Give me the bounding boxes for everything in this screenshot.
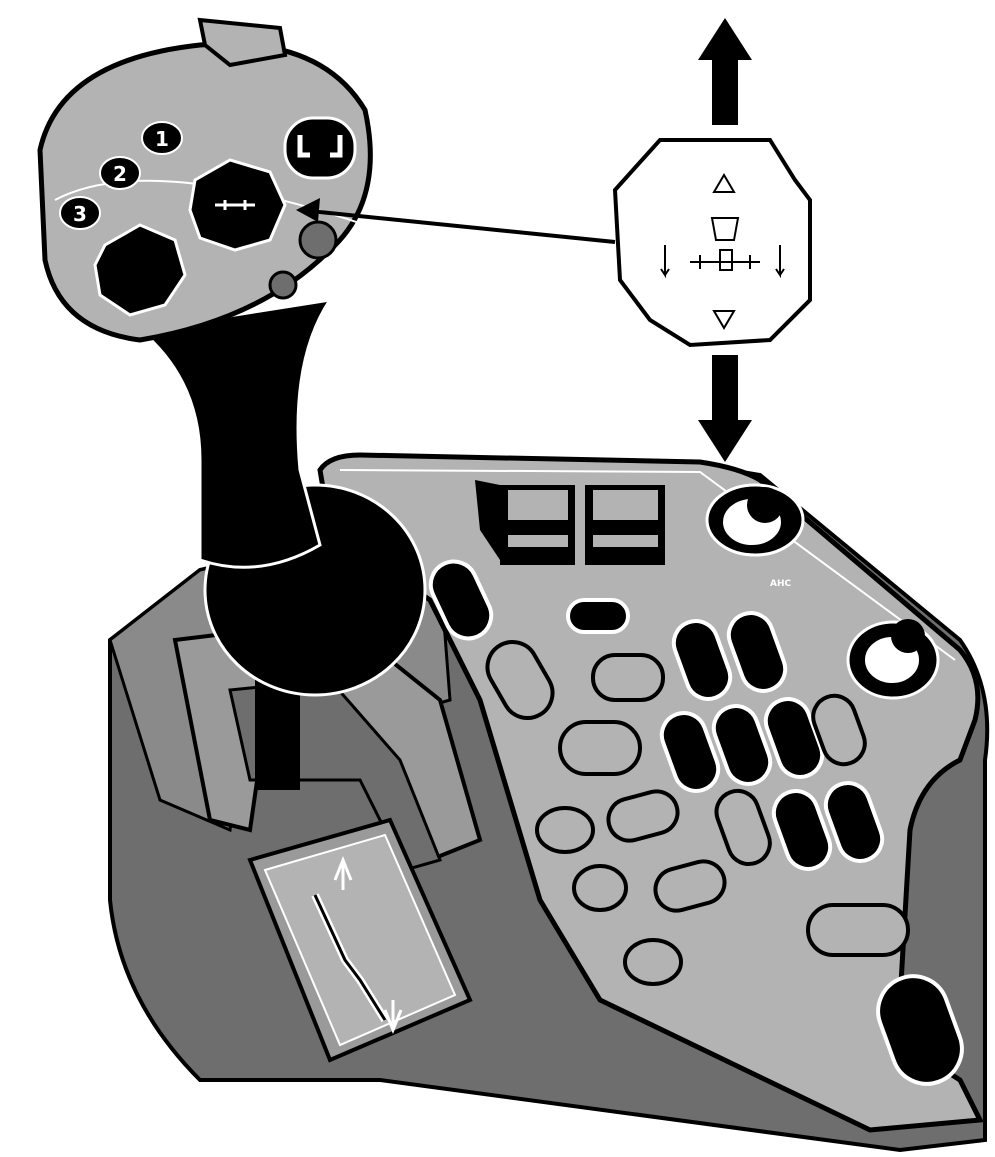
arrow-down-icon [383, 1000, 403, 1035]
button-volume[interactable] [423, 554, 498, 646]
blank-button-4[interactable] [807, 690, 870, 770]
button-4wd[interactable] [820, 777, 889, 867]
arrow-up-icon [333, 855, 353, 890]
blank-button-6[interactable] [806, 903, 910, 957]
shift-gate-plate [247, 817, 473, 1063]
memory-3-label: 3 [73, 202, 87, 226]
button-pto-rpm[interactable] [708, 700, 777, 790]
memory-button-1[interactable]: 1 [141, 121, 183, 155]
triangle-down-icon [712, 310, 736, 330]
ahc-knob[interactable]: AHC [705, 483, 805, 589]
callout-line [299, 208, 616, 244]
button-hare-range[interactable] [604, 787, 682, 846]
rate-knob[interactable] [846, 619, 940, 700]
button-hitch-lower[interactable] [668, 615, 737, 705]
button-headland[interactable] [868, 966, 971, 1093]
hitch-rocker-detail [612, 138, 812, 348]
arrow-up-icon [698, 18, 752, 125]
arrow-down-icon [698, 355, 752, 462]
button-pto-rear[interactable] [760, 693, 829, 783]
triangle-up-icon [712, 173, 736, 193]
top-switch[interactable] [197, 17, 288, 68]
shift-button[interactable] [298, 220, 338, 260]
button-turtle-range[interactable] [651, 857, 729, 916]
button-speed-turtle[interactable] [623, 938, 683, 986]
button-diff-lock[interactable] [768, 785, 837, 875]
move-arrows [698, 18, 752, 462]
button-speed-hare[interactable] [535, 806, 595, 854]
ahc-label: AHC [770, 579, 791, 589]
button-hitch-float[interactable] [723, 607, 792, 697]
memory-button-3[interactable]: 3 [59, 196, 101, 230]
blank-button-5[interactable] [711, 785, 776, 870]
headland-button[interactable] [283, 116, 357, 180]
memory-2-label: 2 [113, 162, 127, 186]
blank-button-2[interactable] [591, 653, 665, 702]
joystick[interactable]: 1 2 3 [37, 17, 427, 790]
blank-button-1[interactable] [478, 633, 561, 727]
memory-1-label: 1 [155, 127, 169, 151]
cruise-rocker[interactable] [93, 223, 187, 317]
p-button[interactable] [268, 270, 298, 300]
hitch-icon [690, 217, 760, 271]
memory-button-2[interactable]: 2 [99, 156, 141, 190]
button-pto-front[interactable] [656, 707, 725, 797]
blank-button-3[interactable] [558, 720, 642, 776]
button-top-small[interactable] [566, 598, 630, 634]
button-speed-mid[interactable] [572, 864, 628, 912]
hitch-rocker-switches [475, 480, 665, 565]
